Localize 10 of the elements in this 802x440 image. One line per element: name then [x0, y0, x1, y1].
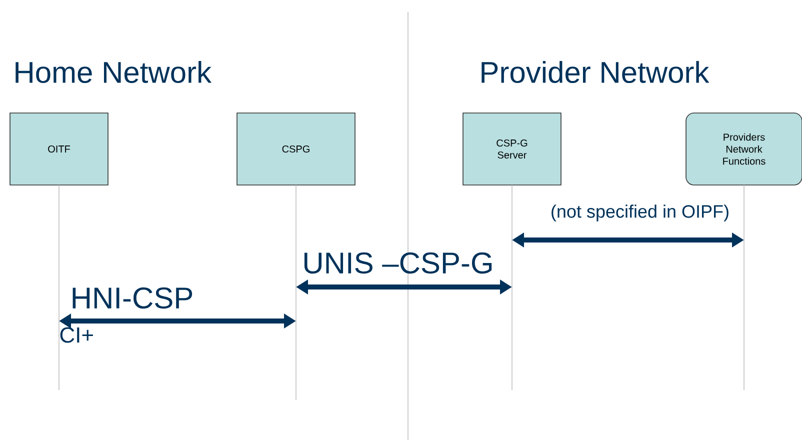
entity-box: CSPG	[236, 112, 356, 186]
entity-box: CSP-G Server	[462, 112, 562, 186]
note-text: CI+	[60, 327, 93, 343]
edge-label: (not specified in OIPF)	[552, 204, 728, 222]
edge-label: UNIS –CSP-G	[304, 252, 492, 274]
function-box: Providers Network Functions	[686, 112, 802, 186]
section-heading: Provider Network	[482, 61, 710, 84]
section-heading: Home Network	[16, 61, 212, 84]
entity-box: OITF	[10, 112, 108, 186]
edge-label: HNI-CSP	[72, 287, 192, 309]
